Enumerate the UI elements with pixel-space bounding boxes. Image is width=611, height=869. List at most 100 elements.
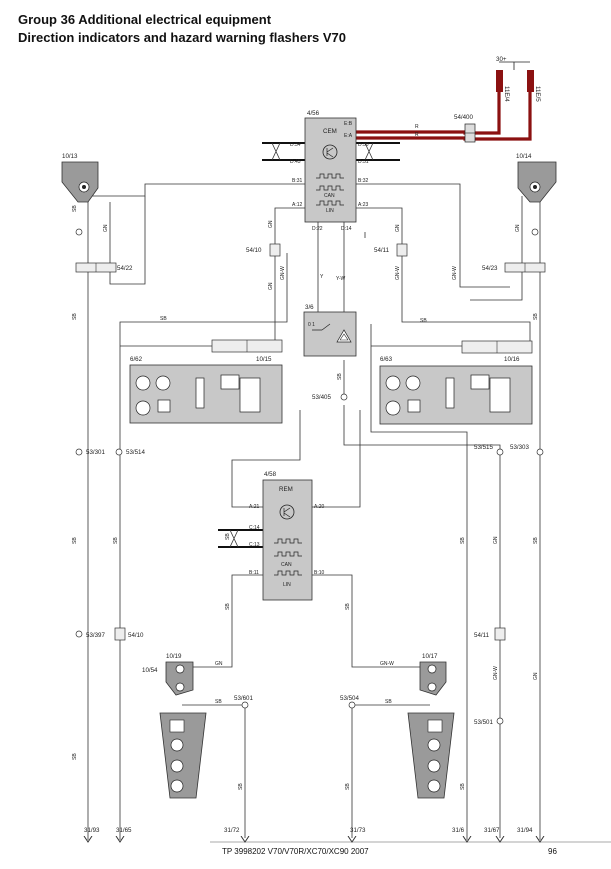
- wire-sb-q: SB: [420, 318, 427, 324]
- rem-module: [262, 479, 313, 601]
- wire-r-1: R: [415, 124, 419, 130]
- front-right-lamp-id: 10/14: [516, 153, 532, 160]
- cem-pin-ea: E:A: [344, 133, 353, 139]
- front-left-lamp-id: 10/13: [62, 153, 78, 160]
- wire-gnw-a: GN-W: [280, 266, 286, 280]
- front-left-lamp: [61, 161, 99, 203]
- page-number: 96: [548, 847, 557, 856]
- rem-pin-c14: C:14: [249, 525, 260, 531]
- diagram-subtitle: Direction indicators and hazard warning …: [18, 30, 346, 45]
- connector-54-11-top-label: 54/11: [374, 247, 390, 254]
- wire-gnw-b: GN-W: [395, 266, 401, 280]
- ground-31-94-label: 31/94: [517, 827, 533, 834]
- ground-31-73-label: 31/73: [350, 827, 366, 834]
- cem-pin-d34: D:34: [290, 142, 301, 148]
- rem-pin-a20: A:20: [314, 504, 325, 510]
- wire-gn-g: GN: [533, 672, 539, 680]
- cem-bus-can: CAN: [324, 193, 335, 199]
- rem-id: 4/58: [264, 471, 277, 478]
- rem-pin-b11: B:11: [249, 570, 259, 576]
- cem-pin-b31: B:31: [292, 178, 303, 184]
- wire-gn-a: GN: [103, 224, 109, 232]
- wire-sb-h: SB: [460, 537, 466, 544]
- fuse-11e4: [496, 70, 503, 92]
- ground-53-601-label: 53/601: [234, 695, 253, 702]
- wire-yw: Y-W: [336, 276, 346, 282]
- side-lamp-right-id: 10/17: [422, 653, 438, 660]
- ground-31-93-label: 31/93: [84, 827, 100, 834]
- fuse-11e5: [527, 70, 534, 92]
- cem-pin-b32: B:32: [358, 178, 369, 184]
- wire-gn-h: GN: [215, 661, 223, 667]
- cem-module: [304, 117, 357, 223]
- wire-sb-f: SB: [72, 753, 78, 760]
- ground-53-397-label: 53/397: [86, 632, 105, 639]
- mirror-left: [129, 339, 283, 424]
- rem-pin-a21: A:21: [249, 504, 260, 510]
- ground-31-65-label: 31/65: [116, 827, 132, 834]
- connector-54-11-top: [396, 243, 408, 257]
- side-lamp-right: [419, 661, 447, 696]
- connector-54-11-bottom-label: 54/11: [474, 632, 490, 639]
- wire-sb-i: SB: [225, 533, 231, 540]
- rem-pin-c13: C:13: [249, 542, 260, 548]
- cem-pin-eb: E:B: [344, 121, 353, 127]
- rear-cluster-left: [159, 712, 207, 799]
- diagram-title: Group 36 Additional electrical equipment: [18, 12, 272, 27]
- fuse-a-label: 11E/4: [503, 86, 510, 102]
- rem-pin-b10: B:10: [314, 570, 325, 576]
- cem-pin-a12: A:12: [292, 202, 303, 208]
- wire-sb-e: SB: [72, 537, 78, 544]
- hazard-switch-pos: 0 1: [308, 322, 315, 328]
- mirror-right: [379, 340, 533, 425]
- wire-sb-s: SB: [385, 699, 392, 705]
- wire-sb-j: SB: [225, 603, 231, 610]
- wire-gnw-c: GN-W: [452, 266, 458, 280]
- wire-sb-r: SB: [215, 699, 222, 705]
- side-lamp-left-id: 10/19: [166, 653, 182, 660]
- wire-sb-m: SB: [238, 783, 244, 790]
- rear-lamp-left-id: 10/54: [142, 667, 158, 674]
- connector-54-10-top: [269, 243, 281, 257]
- ground-31-6-label: 31/6: [452, 827, 465, 834]
- wire-gn-b: GN: [268, 220, 274, 228]
- ground-31-67-label: 31/67: [484, 827, 500, 834]
- wire-sb-l: SB: [337, 373, 343, 380]
- cem-pin-a23: A:23: [358, 202, 369, 208]
- fuse-src-label: 30+: [496, 56, 507, 63]
- wire-gn-f: GN: [493, 536, 499, 544]
- wire-gn-d: GN: [395, 224, 401, 232]
- wire-sb-o: SB: [460, 783, 466, 790]
- cem-pin-d51: D:51: [358, 159, 369, 165]
- front-right-lamp: [517, 161, 557, 203]
- wire-gn-e: GN: [515, 224, 521, 232]
- splices: [75, 228, 544, 725]
- wire-sb-n: SB: [345, 783, 351, 790]
- connector-54-11-bottom: [494, 627, 506, 641]
- rem-name: REM: [279, 486, 293, 493]
- mirror-right-lamp-id: 10/16: [504, 356, 520, 363]
- connector-54-22-label: 54/22: [117, 265, 133, 272]
- hazard-switch: [303, 311, 357, 357]
- cem-pin-d22: D:22: [312, 226, 323, 232]
- wire-r-2: R: [415, 132, 419, 138]
- connector-54-400-label: 54/400: [454, 114, 473, 121]
- ground-53-514-label: 53/514: [126, 449, 145, 456]
- cem-bus-lin: LIN: [326, 208, 334, 214]
- ground-53-405-label: 53/405: [312, 394, 331, 401]
- wire-sb-g: SB: [533, 537, 539, 544]
- hazard-switch-id: 3/6: [305, 304, 314, 311]
- connector-54-10-bottom-label: 54/10: [128, 632, 144, 639]
- wire-sb-a: SB: [72, 205, 78, 212]
- ground-53-515-label: 53/515: [474, 444, 493, 451]
- cem-pin-d45: D:45: [290, 159, 301, 165]
- bus-wires: [218, 142, 400, 548]
- ground-points: [83, 836, 545, 843]
- connector-54-10-bottom: [114, 627, 126, 641]
- mirror-left-id: 6/62: [130, 356, 143, 363]
- cem-id: 4/56: [307, 110, 320, 117]
- mirror-right-id: 6/63: [380, 356, 393, 363]
- wire-sb-k: SB: [345, 603, 351, 610]
- ground-53-504-label: 53/504: [340, 695, 359, 702]
